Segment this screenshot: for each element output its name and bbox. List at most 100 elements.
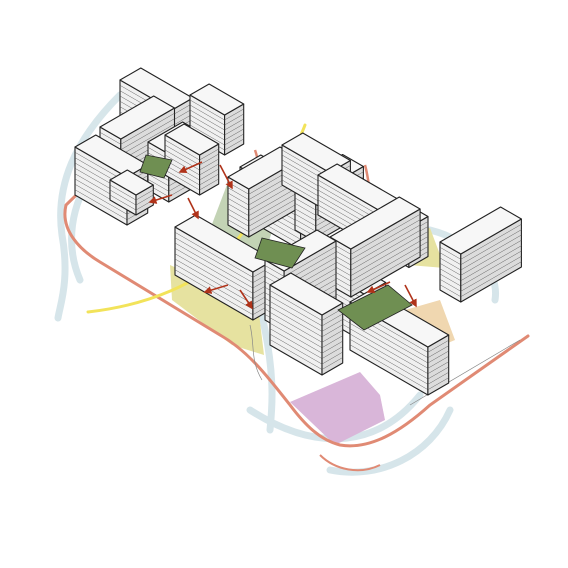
floor-line [174, 269, 254, 315]
floor-line [248, 201, 301, 232]
building-roof [99, 95, 176, 140]
floor-line [189, 124, 225, 146]
floor-line [269, 317, 323, 348]
arrow-icon [187, 197, 199, 220]
floor-line [283, 246, 337, 277]
floor-line [321, 324, 343, 337]
floor-line [248, 196, 301, 227]
floor-line [269, 339, 323, 370]
floor-line [147, 179, 169, 192]
floor-line [174, 248, 254, 294]
floor-line [199, 173, 219, 186]
floor-line [224, 108, 244, 121]
floor-line [171, 103, 193, 116]
floor-line [321, 335, 343, 348]
floor-line [189, 114, 225, 136]
airflow-arrows [148, 161, 417, 310]
floor-line [164, 164, 200, 186]
arrow-icon [203, 284, 229, 294]
floor-line [227, 187, 249, 200]
arrow-icon [404, 284, 417, 308]
floor-line [460, 245, 522, 281]
courtyards [139, 154, 413, 331]
floor-line [227, 208, 249, 222]
floor-line [294, 213, 316, 227]
floor-line [174, 264, 254, 310]
floor-line [164, 169, 200, 191]
floor-line [199, 168, 219, 181]
floor-line [74, 189, 128, 220]
floor-line [189, 109, 225, 131]
floor-line [269, 295, 323, 327]
floor-line [321, 346, 343, 359]
floor-line [427, 345, 449, 358]
floor-line [350, 240, 421, 282]
floor-line [189, 104, 225, 126]
floor-line [120, 113, 175, 145]
floor-line [199, 153, 219, 166]
floor-line [174, 242, 254, 289]
floor-line [164, 154, 200, 176]
arrow-icon [219, 164, 233, 190]
floor-line [350, 224, 421, 266]
floor-line [164, 144, 200, 166]
floor-line [224, 118, 244, 131]
floor-line [269, 328, 323, 359]
floor-line [269, 301, 323, 332]
floor-line [294, 203, 316, 216]
floor-line [439, 263, 461, 276]
floor-line [99, 132, 121, 145]
floor-line [439, 284, 461, 297]
floor-line [460, 250, 522, 287]
floor-line [224, 128, 244, 141]
yellow-zone [170, 265, 264, 355]
floor-line [350, 235, 421, 276]
arrow-icon [239, 289, 253, 310]
floor-line [147, 173, 169, 187]
arrow-icon [366, 281, 391, 293]
floor-line [460, 261, 522, 297]
floor-line [427, 372, 449, 385]
floor-line [460, 240, 522, 276]
floor-line [109, 189, 137, 206]
floor-line [269, 323, 323, 354]
floor-line [349, 323, 429, 369]
floor-line [269, 312, 323, 343]
floor-line [460, 229, 522, 265]
floor-line [349, 344, 429, 390]
building-blocks [74, 67, 522, 396]
floor-line [350, 230, 421, 271]
floor-line [349, 328, 429, 374]
floor-line [120, 118, 175, 150]
floor-line [227, 198, 249, 211]
floor-line [321, 357, 343, 370]
floor-line [350, 246, 421, 287]
floor-line [321, 313, 343, 327]
floor-line [427, 361, 449, 374]
floor-line [189, 119, 225, 141]
floor-line [350, 214, 421, 255]
floor-line [350, 251, 421, 292]
floor-line [269, 290, 323, 321]
floor-line [427, 356, 449, 369]
floor-line [427, 366, 449, 380]
floor-line [427, 350, 449, 364]
floor-line [460, 256, 522, 292]
floor-line [321, 341, 343, 354]
floor-line [321, 351, 343, 365]
floor-line [199, 158, 219, 171]
floor-line [350, 219, 421, 260]
floor-line [294, 208, 316, 221]
floor-line [427, 377, 449, 390]
floor-line [224, 113, 244, 126]
building-roof [164, 123, 220, 156]
floor-line [135, 189, 154, 201]
floor-line [427, 340, 449, 353]
floor-line [439, 279, 461, 292]
floor-line [439, 252, 461, 265]
floor-line [321, 319, 343, 332]
building-roof [109, 169, 154, 196]
floor-line [227, 219, 249, 232]
